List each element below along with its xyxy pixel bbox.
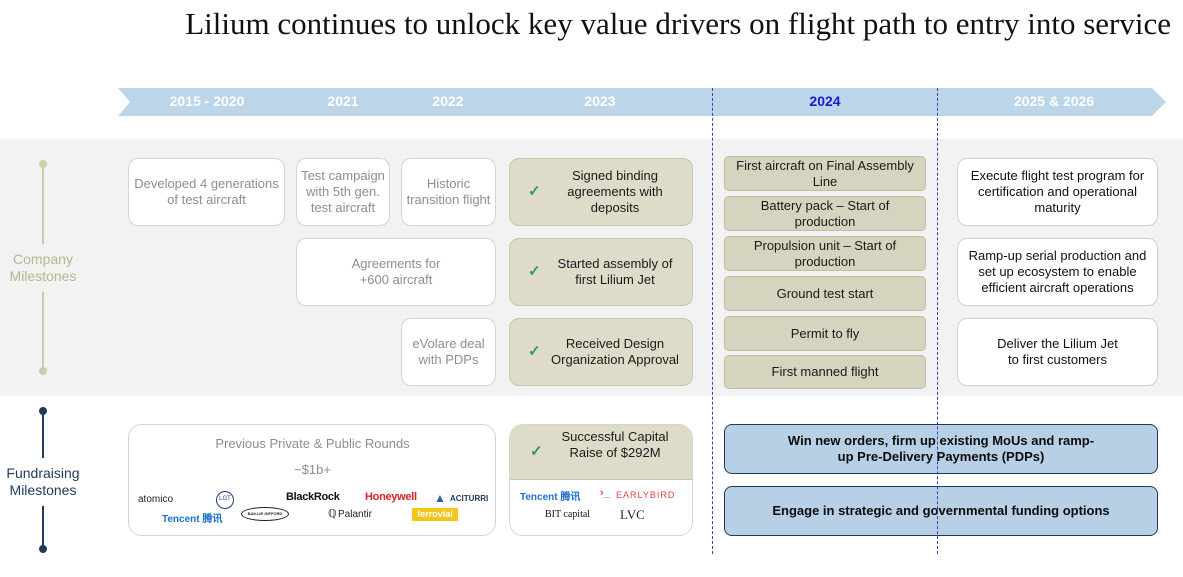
year-2015-2020: 2015 - 2020 — [169, 93, 245, 109]
milestone-test-aircraft: Developed 4 generations of test aircraft — [128, 158, 285, 226]
check-icon: ✓ — [528, 263, 541, 280]
logo-lvc: LVC — [620, 507, 645, 522]
milestone-assembly-started: ✓ Started assembly of first Lilium Jet — [509, 238, 693, 306]
logo-tencent-2023: Tencent 腾讯 — [520, 492, 581, 503]
logo-ferrovial: ferrovial — [412, 508, 458, 521]
capital-raise-box — [509, 424, 693, 536]
palantir-icon: ℚ — [328, 508, 337, 520]
milestone-text: Received Design Organization Approval — [551, 336, 679, 367]
divider-2024-start — [712, 88, 713, 554]
previous-rounds-title: Previous Private & Public Rounds — [215, 436, 410, 451]
milestone-doa: ✓ Received Design Organization Approval — [509, 318, 693, 386]
milestone-transition-flight: Historic transition flight — [401, 158, 496, 226]
milestone-binding-agreements: ✓ Signed binding agreements with deposit… — [509, 158, 693, 226]
milestone-permit-to-fly: Permit to fly — [724, 316, 926, 351]
milestone-evolare: eVolare deal with PDPs — [401, 318, 496, 386]
year-2022: 2022 — [432, 93, 464, 109]
fundraising-line-bottom-dot — [39, 545, 47, 553]
check-icon: ✓ — [530, 443, 543, 460]
milestone-battery-pack: Battery pack – Start of production — [724, 196, 926, 231]
milestone-deliver-jet: Deliver the Lilium Jet to first customer… — [957, 318, 1158, 386]
milestone-text: Started assembly of first Lilium Jet — [557, 256, 673, 287]
aciturri-icon: ▲ — [434, 491, 446, 505]
milestone-text: First aircraft on Final Assembly Line — [736, 157, 914, 189]
fund-future-text: Engage in strategic and governmental fun… — [772, 503, 1110, 518]
year-2024: 2024 — [809, 93, 841, 109]
check-icon: ✓ — [528, 343, 541, 360]
milestone-text: eVolare deal with PDPs — [412, 336, 485, 367]
logo-bit-capital: BIT capital — [545, 509, 591, 520]
fund-future-text: Win new orders, firm up existing MoUs an… — [787, 433, 1095, 464]
previous-rounds-amount: ~$1b+ — [294, 462, 331, 477]
milestone-serial-production: Ramp-up serial production and set up eco… — [957, 238, 1158, 306]
fundraising-milestones-label: Fundraising Milestones — [6, 465, 80, 498]
milestone-text: Execute flight test program for certific… — [970, 168, 1145, 215]
milestone-text: Deliver the Lilium Jet to first customer… — [997, 336, 1118, 367]
milestone-text: Battery pack – Start of production — [760, 197, 890, 229]
fundraising-line-top-dot — [39, 407, 47, 415]
logo-blackrock: BlackRock — [286, 491, 340, 503]
milestone-text: Signed binding agreements with deposits — [567, 168, 663, 215]
page-title: Lilium continues to unlock key value dri… — [185, 6, 1171, 41]
timeline-arrow — [118, 88, 1166, 116]
milestone-text: Historic transition flight — [406, 176, 491, 207]
milestone-first-manned-flight: First manned flight — [724, 355, 926, 389]
year-2021: 2021 — [327, 93, 359, 109]
logo-honeywell: Honeywell — [365, 491, 417, 503]
company-milestones-label: Company Milestones — [9, 251, 77, 284]
milestone-final-assembly-line: First aircraft on Final Assembly Line — [724, 156, 926, 191]
fundraising-line-gap — [36, 458, 50, 506]
milestone-agreements: Agreements for +600 aircraft — [296, 238, 496, 306]
capital-raise-header — [510, 425, 692, 480]
fund-future-strategic: Engage in strategic and governmental fun… — [724, 486, 1158, 536]
capital-raise-text: Successful Capital Raise of $292M — [561, 429, 669, 460]
check-icon: ✓ — [528, 183, 541, 200]
logo-lgt: LGT — [216, 491, 234, 509]
company-line-gap — [36, 244, 50, 292]
company-line-top-dot — [39, 160, 47, 168]
year-2023: 2023 — [584, 93, 616, 109]
milestone-text: Developed 4 generations of test aircraft — [134, 176, 279, 207]
logo-aciturri: ACITURRI — [450, 494, 489, 503]
milestone-flight-test-program: Execute flight test program for certific… — [957, 158, 1158, 226]
milestone-propulsion-unit: Propulsion unit – Start of production — [724, 236, 926, 271]
divider-2024-end — [937, 88, 938, 554]
milestone-test-campaign: Test campaign with 5th gen. test aircraf… — [296, 158, 390, 226]
logo-tencent-prev: Tencent 腾讯 — [162, 514, 223, 525]
milestone-text: First manned flight — [771, 364, 879, 379]
logo-palantir: Palantir — [338, 509, 372, 520]
milestone-text: Ground test start — [776, 285, 874, 301]
milestone-text: Propulsion unit – Start of production — [753, 237, 897, 269]
company-line-bottom-dot — [39, 367, 47, 375]
fund-future-orders: Win new orders, firm up existing MoUs an… — [724, 424, 1158, 474]
milestone-ground-test: Ground test start — [724, 276, 926, 311]
logo-atomico: atomico — [138, 494, 174, 505]
milestone-text: Permit to fly — [790, 325, 860, 341]
logo-earlybird: EARLYBIRD — [616, 490, 676, 500]
milestone-text: Agreements for +600 aircraft — [351, 256, 441, 287]
logo-baillie-gifford: BAILLIE GIFFORD — [241, 507, 289, 521]
milestone-text: Test campaign with 5th gen. test aircraf… — [301, 168, 385, 215]
milestone-text: Ramp-up serial production and set up eco… — [968, 248, 1147, 295]
year-2025-2026: 2025 & 2026 — [1013, 93, 1095, 109]
earlybird-icon: ›_ — [600, 487, 610, 499]
